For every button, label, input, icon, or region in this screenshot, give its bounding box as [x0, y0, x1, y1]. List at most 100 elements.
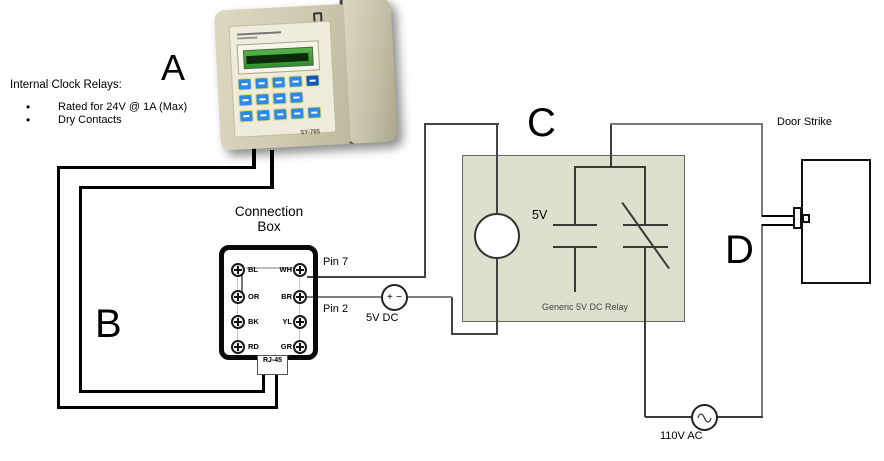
- clock-notes-title: Internal Clock Relays:: [10, 79, 122, 91]
- plus-sign: +: [387, 292, 393, 303]
- terminal-label: OR: [248, 292, 260, 301]
- strike-connector-pin: [802, 214, 810, 223]
- terminal-screw: [231, 340, 245, 354]
- wire: [270, 150, 274, 187]
- label-d: D: [725, 228, 754, 272]
- wire: [762, 224, 794, 226]
- wire: [716, 416, 763, 418]
- sine-icon: [697, 412, 712, 423]
- wire: [574, 246, 576, 292]
- wire: [496, 123, 498, 215]
- keypad-button: [271, 76, 286, 89]
- wire: [57, 406, 278, 409]
- wire: [79, 390, 265, 393]
- wire: [761, 123, 763, 217]
- relay-voltage-label: 5V: [532, 208, 548, 222]
- terminal-screw: [293, 290, 307, 304]
- connection-box-title-line2: Box: [257, 219, 281, 234]
- keypad: [237, 74, 322, 123]
- keypad-row: [238, 90, 321, 107]
- wire: [761, 224, 763, 417]
- device-side-panel: [342, 0, 398, 144]
- lcd-screen: [242, 46, 314, 70]
- wire-pin7: [307, 276, 426, 278]
- time-clock-device: SY-765: [208, 0, 406, 165]
- terminal-screw: [293, 263, 307, 277]
- wire: [610, 123, 612, 168]
- wire: [424, 123, 426, 278]
- device-model-label: SY-765: [300, 129, 321, 137]
- keypad-row: [237, 74, 320, 91]
- rj45-connector: RJ-45: [257, 355, 288, 375]
- relay-caption: Generic 5V DC Relay: [541, 302, 629, 312]
- pin2-label: Pin 2: [323, 303, 349, 315]
- wire: [424, 123, 499, 125]
- terminal-screw: [293, 340, 307, 354]
- door-strike-box: [801, 159, 871, 284]
- device-body: SY-765: [213, 3, 351, 151]
- wire: [451, 333, 498, 335]
- keypad-button: [256, 108, 271, 122]
- terminal-label: BR: [281, 292, 292, 301]
- keypad-button: [305, 74, 320, 88]
- terminal-label: WH: [279, 265, 293, 274]
- wire: [762, 215, 794, 217]
- terminal-screw: [293, 315, 307, 329]
- wire: [574, 166, 576, 225]
- lcd-display: [236, 40, 321, 75]
- keypad-button: [239, 109, 254, 123]
- contact-plate: [553, 224, 597, 226]
- wire: [262, 374, 265, 393]
- keypad-row: [239, 106, 322, 123]
- wire: [645, 416, 692, 418]
- wire: [57, 166, 256, 169]
- keypad-button: [238, 93, 253, 107]
- device-faceplate: [228, 20, 337, 138]
- dc-source: + −: [381, 284, 408, 311]
- keypad-button: [273, 108, 288, 121]
- relay-coil: [474, 213, 520, 259]
- wire: [57, 166, 60, 409]
- wire: [496, 257, 498, 335]
- wire: [275, 374, 278, 409]
- terminal-column-link: [237, 268, 238, 348]
- connection-box-title: Connection Box: [219, 204, 319, 234]
- terminal-label: BK: [248, 317, 259, 326]
- contact-plate: [623, 224, 668, 226]
- label-a: A: [161, 47, 186, 88]
- ac-source: [691, 404, 718, 431]
- keypad-button: [306, 106, 322, 119]
- ac-source-label: 110V AC: [660, 430, 703, 442]
- strike-connector: [793, 207, 802, 229]
- faceplate-print: [237, 31, 282, 36]
- terminal-label: GR: [280, 342, 292, 351]
- dc-source-label: 5V DC: [366, 312, 399, 324]
- faceplate-print: [237, 36, 258, 40]
- wire: [644, 166, 646, 225]
- keypad-button: [272, 92, 287, 105]
- clock-note: Rated for 24V @ 1A (Max): [24, 101, 187, 114]
- clock-note: Dry Contacts: [24, 114, 187, 127]
- terminal-screw: [231, 290, 245, 304]
- keypad-button: [237, 77, 252, 91]
- keypad-button: [255, 92, 270, 106]
- wire: [451, 297, 453, 335]
- terminal-column-link: [299, 268, 300, 348]
- terminal-label: RD: [248, 342, 259, 351]
- terminal-jumper: [241, 273, 243, 298]
- pin7-label: Pin 7: [323, 256, 349, 268]
- terminal-screw: [231, 315, 245, 329]
- wire: [407, 296, 452, 298]
- wire-pin2: [307, 296, 382, 298]
- keypad-button: [289, 91, 304, 104]
- wire: [79, 186, 82, 393]
- terminal-label: BL: [248, 265, 258, 274]
- connection-box-title-line1: Connection: [234, 204, 304, 219]
- label-c: C: [527, 101, 556, 145]
- wire: [644, 246, 646, 417]
- label-b: B: [95, 302, 122, 346]
- wire: [252, 140, 256, 167]
- clock-notes-list: Rated for 24V @ 1A (Max) Dry Contacts: [24, 101, 187, 127]
- wire: [610, 123, 763, 125]
